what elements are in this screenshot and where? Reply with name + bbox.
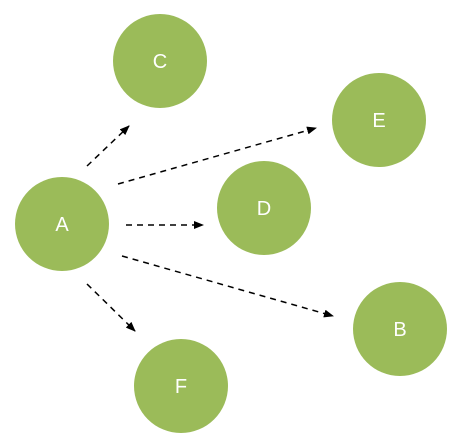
edge-a-e [117,126,317,185]
node-e-label: E [372,110,385,132]
edge-a-c [86,125,130,167]
node-e: E [332,73,426,167]
edge-a-b [121,255,334,318]
node-f: F [134,339,228,433]
edge-a-f [86,283,136,332]
node-b: B [353,282,447,376]
node-c-label: C [153,51,167,73]
node-d: D [217,161,311,255]
node-b-label: B [393,319,406,341]
node-a: A [15,177,109,271]
node-c: C [113,14,207,108]
node-a-label: A [55,214,69,236]
node-d-label: D [257,198,271,220]
node-f-label: F [175,376,187,398]
